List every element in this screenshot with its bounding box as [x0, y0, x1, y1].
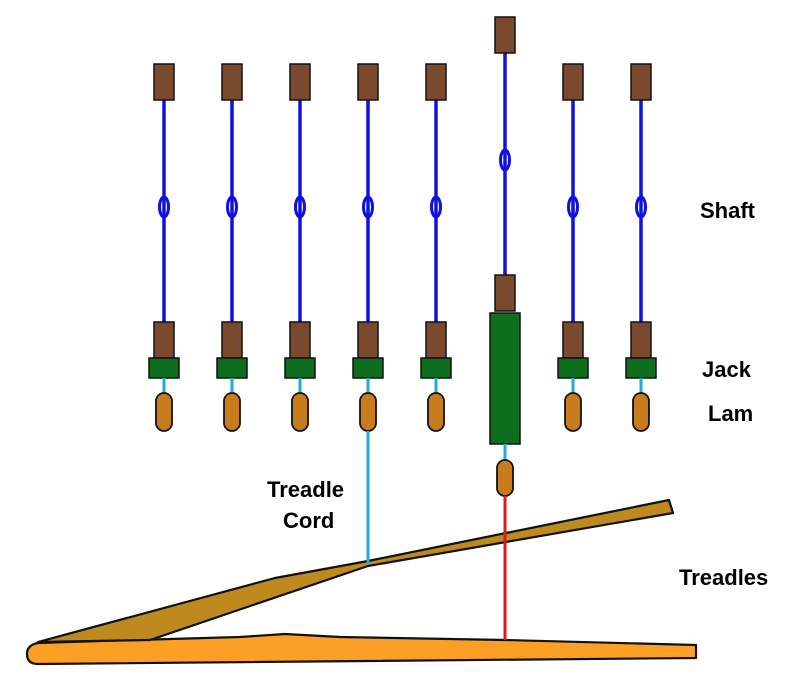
shaft-bottom-bar [357, 321, 379, 359]
lam [155, 392, 173, 432]
jack-label: Jack [702, 357, 752, 382]
upper-treadle [36, 498, 675, 644]
jack [148, 357, 180, 379]
treadles-label: Treadles [679, 565, 768, 590]
lam-label: Lam [708, 401, 753, 426]
lam [359, 392, 377, 432]
treadle-cord-label-line2: Cord [283, 508, 334, 533]
jack [352, 357, 384, 379]
shaft-bottom-bar [221, 321, 243, 359]
shaft-assembly-7 [557, 63, 589, 432]
jack-raised [489, 312, 521, 445]
lam [291, 392, 309, 432]
treadle-cords-group [366, 431, 507, 640]
shaft-assembly-1 [148, 63, 180, 432]
shaft-top-bar [357, 63, 379, 101]
heddle-eye [226, 195, 238, 219]
lam [632, 392, 650, 432]
heddle-eye [635, 195, 647, 219]
heddle-eye [430, 195, 442, 219]
shaft-bottom-bar [425, 321, 447, 359]
shaft-top-bar [153, 63, 175, 101]
shafts-group [148, 16, 657, 497]
jack [216, 357, 248, 379]
shaft-bottom-bar [630, 321, 652, 359]
shaft-assembly-2 [216, 63, 248, 432]
heddle-eye [294, 195, 306, 219]
heddle-eye [362, 195, 374, 219]
shaft-top-bar [630, 63, 652, 101]
heddle-eye [567, 195, 579, 219]
shaft-assembly-6 [489, 16, 521, 497]
jack [557, 357, 589, 379]
shaft-assembly-4 [352, 63, 384, 432]
jack [284, 357, 316, 379]
lower-treadle [25, 632, 698, 666]
shaft-assembly-3 [284, 63, 316, 432]
shaft-top-bar [425, 63, 447, 101]
treadles-group [25, 498, 698, 666]
shaft-top-bar [289, 63, 311, 101]
lam [496, 459, 514, 497]
shaft-top-bar [494, 16, 516, 54]
shaft-assembly-5 [420, 63, 452, 432]
shaft-assembly-8 [625, 63, 657, 432]
jack [625, 357, 657, 379]
shaft-bottom-bar [494, 274, 516, 312]
lam [223, 392, 241, 432]
treadle-cord-label-line1: Treadle [267, 477, 344, 502]
shaft-bottom-bar [289, 321, 311, 359]
heddle-eye [499, 148, 511, 172]
shaft-top-bar [562, 63, 584, 101]
lam [564, 392, 582, 432]
jack [420, 357, 452, 379]
shaft-bottom-bar [153, 321, 175, 359]
shaft-bottom-bar [562, 321, 584, 359]
shaft-label: Shaft [700, 198, 756, 223]
heddle-eye [158, 195, 170, 219]
shaft-top-bar [221, 63, 243, 101]
lam [427, 392, 445, 432]
